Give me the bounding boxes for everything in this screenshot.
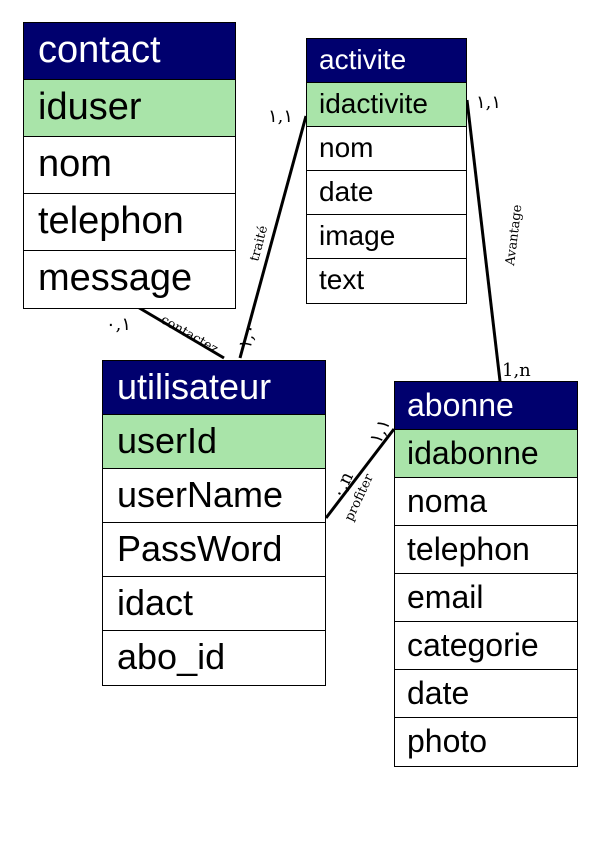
abonne-entity: abonne idabonne noma telephon email cate…: [394, 381, 578, 767]
activite-entity: activite idactivite nom date image text: [306, 38, 467, 304]
entity-title: utilisateur: [103, 361, 325, 415]
entity-title: abonne: [395, 382, 577, 430]
contactez-line: [135, 304, 225, 360]
avantage-line: [465, 99, 502, 382]
entity-title: contact: [24, 23, 235, 80]
contact-entity: contact iduser nom telephon message: [23, 22, 236, 309]
entity-field: email: [395, 574, 577, 622]
entity-field: userName: [103, 469, 325, 523]
avantage-card-abonne: 1,n: [502, 360, 531, 381]
entity-field: date: [395, 670, 577, 718]
primary-key-field: iduser: [24, 80, 235, 137]
entity-field: telephon: [24, 194, 235, 251]
primary-key-field: idactivite: [307, 83, 466, 127]
avantage-label: Avantage: [503, 203, 526, 267]
entity-field: nom: [307, 127, 466, 171]
entity-field: noma: [395, 478, 577, 526]
entity-field: photo: [407, 723, 488, 759]
entity-field: message: [38, 257, 193, 299]
entity-field: PassWord: [103, 523, 325, 577]
entity-title: activite: [307, 39, 466, 83]
contactez-card-utilisateur: ١,٠: [235, 322, 262, 352]
traite-line: [238, 115, 308, 359]
traite-card-activite: ١,١: [268, 106, 293, 127]
entity-field: text: [319, 264, 365, 295]
avantage-card-activite: ١,١: [476, 92, 501, 113]
contactez-label: contactez: [158, 312, 221, 357]
primary-key-field: idabonne: [395, 430, 577, 478]
contactez-card-contact: ٠,١: [106, 314, 131, 335]
entity-field: date: [307, 171, 466, 215]
entity-field: idact: [103, 577, 325, 631]
entity-field: categorie: [395, 622, 577, 670]
primary-key-field: userId: [103, 415, 325, 469]
entity-field: abo_id: [117, 636, 226, 677]
entity-field: image: [307, 215, 466, 259]
utilisateur-entity: utilisateur userId userName PassWord ida…: [102, 360, 326, 686]
profiter-card-abonne: ١,١: [365, 416, 395, 448]
entity-field: telephon: [395, 526, 577, 574]
entity-field: nom: [24, 137, 235, 194]
profiter-line: [324, 428, 396, 519]
